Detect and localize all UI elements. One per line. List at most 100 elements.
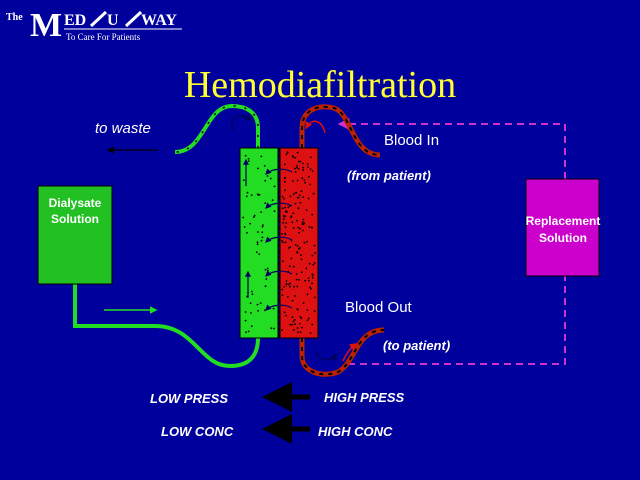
solute-particle [264,268,267,271]
replacement-feed-line [337,118,566,179]
solute-particle [262,224,264,227]
solute-particle [288,265,291,268]
solute-particle [294,170,297,173]
from-patient-label: (from patient) [347,168,431,183]
replacement-solution-box: Replacement Solution [525,178,600,277]
solute-particle [283,163,286,166]
solute-particle [292,329,295,331]
solute-particle [250,194,253,197]
solute-particle [285,280,288,282]
solute-particle [302,196,305,199]
solute-particle [284,232,286,235]
solute-particle [256,243,259,246]
solute-particle [249,222,252,225]
solute-particle [282,218,285,221]
solute-particle [285,314,287,317]
logo-name-part2: U [107,12,119,29]
low-pressure-label: LOW PRESS [150,391,228,406]
solute-particle [298,194,301,197]
solute-particle [289,285,291,288]
solute-particle [290,215,293,218]
solute-particle [282,260,284,263]
solute-particle [294,156,297,159]
filtration-arrow [265,304,293,311]
solute-particle [300,254,302,257]
solute-particle [291,316,294,319]
solute-particle [296,151,299,154]
solute-particle [281,233,283,235]
solute-particle [245,331,247,334]
solute-particle [283,311,286,314]
logo-tagline: To Care For Patients [66,32,141,42]
solute-particle [256,241,259,244]
solute-particle [256,303,259,306]
solute-particle [281,294,284,296]
solute-particle [284,226,287,229]
solute-particle [273,210,276,213]
solute-particle [310,226,313,229]
solute-particle [259,302,262,305]
solute-particle [260,211,262,214]
logo-pen-icon [89,10,108,28]
solute-particle [295,273,298,275]
logo-pen-icon [124,10,143,28]
solute-particle [312,263,315,266]
solute-particle [284,206,286,209]
solute-particle [284,241,287,244]
solute-particle [245,195,248,198]
blood-in-label: Blood In [384,132,439,149]
solute-particle [297,207,300,210]
solute-particle [255,251,258,254]
solute-particle [302,223,305,226]
solute-particle [297,331,299,334]
blood-outlet-curl-arrow-1 [315,351,337,362]
solute-particle [283,286,285,288]
solute-particle [311,213,314,216]
solute-particle [301,177,304,180]
solute-particle [269,177,272,180]
solute-particle [284,210,287,213]
solute-particle [299,227,301,230]
solute-particle [296,164,298,167]
blood-inlet-curl-arrow [305,120,326,134]
solute-particle [295,278,298,281]
solute-particle [309,286,311,289]
solute-particle [300,258,303,261]
solute-particle [281,195,284,198]
replacement-return-line [348,276,566,365]
solute-particle [292,180,294,182]
solute-particle [260,239,263,242]
solute-particle [287,283,290,286]
solute-particle [284,215,286,218]
solute-particle [309,168,312,171]
solute-particle [264,202,267,205]
solute-particle [307,197,310,200]
slide-title: Hemodiafiltration [184,64,456,106]
blood-outlet-curl-arrow-2 [342,343,358,362]
solute-particle [296,285,299,288]
solute-particle [302,218,305,221]
solute-particle [290,240,293,242]
dialysate-circuit [73,103,260,369]
solute-particle [265,278,268,280]
solute-particle [302,166,305,169]
solute-particle [291,221,294,224]
solute-particle [247,160,250,163]
dialysate-solution-box: Dialysate Solution [37,185,113,285]
solute-particle [296,166,298,169]
solute-particle [297,168,300,170]
solute-particle [311,170,314,173]
solute-particle [261,231,264,234]
logo-the: The [6,12,23,23]
solute-particle [281,207,284,210]
solute-particle [287,206,290,209]
logo-name-part3: WAY [141,12,177,29]
solute-particle [292,212,295,215]
solute-particle [306,293,309,296]
solute-particle [250,312,252,314]
solute-particle [308,279,310,282]
solute-particle [281,288,284,291]
solute-particle [300,190,303,193]
solute-particle [294,323,296,326]
